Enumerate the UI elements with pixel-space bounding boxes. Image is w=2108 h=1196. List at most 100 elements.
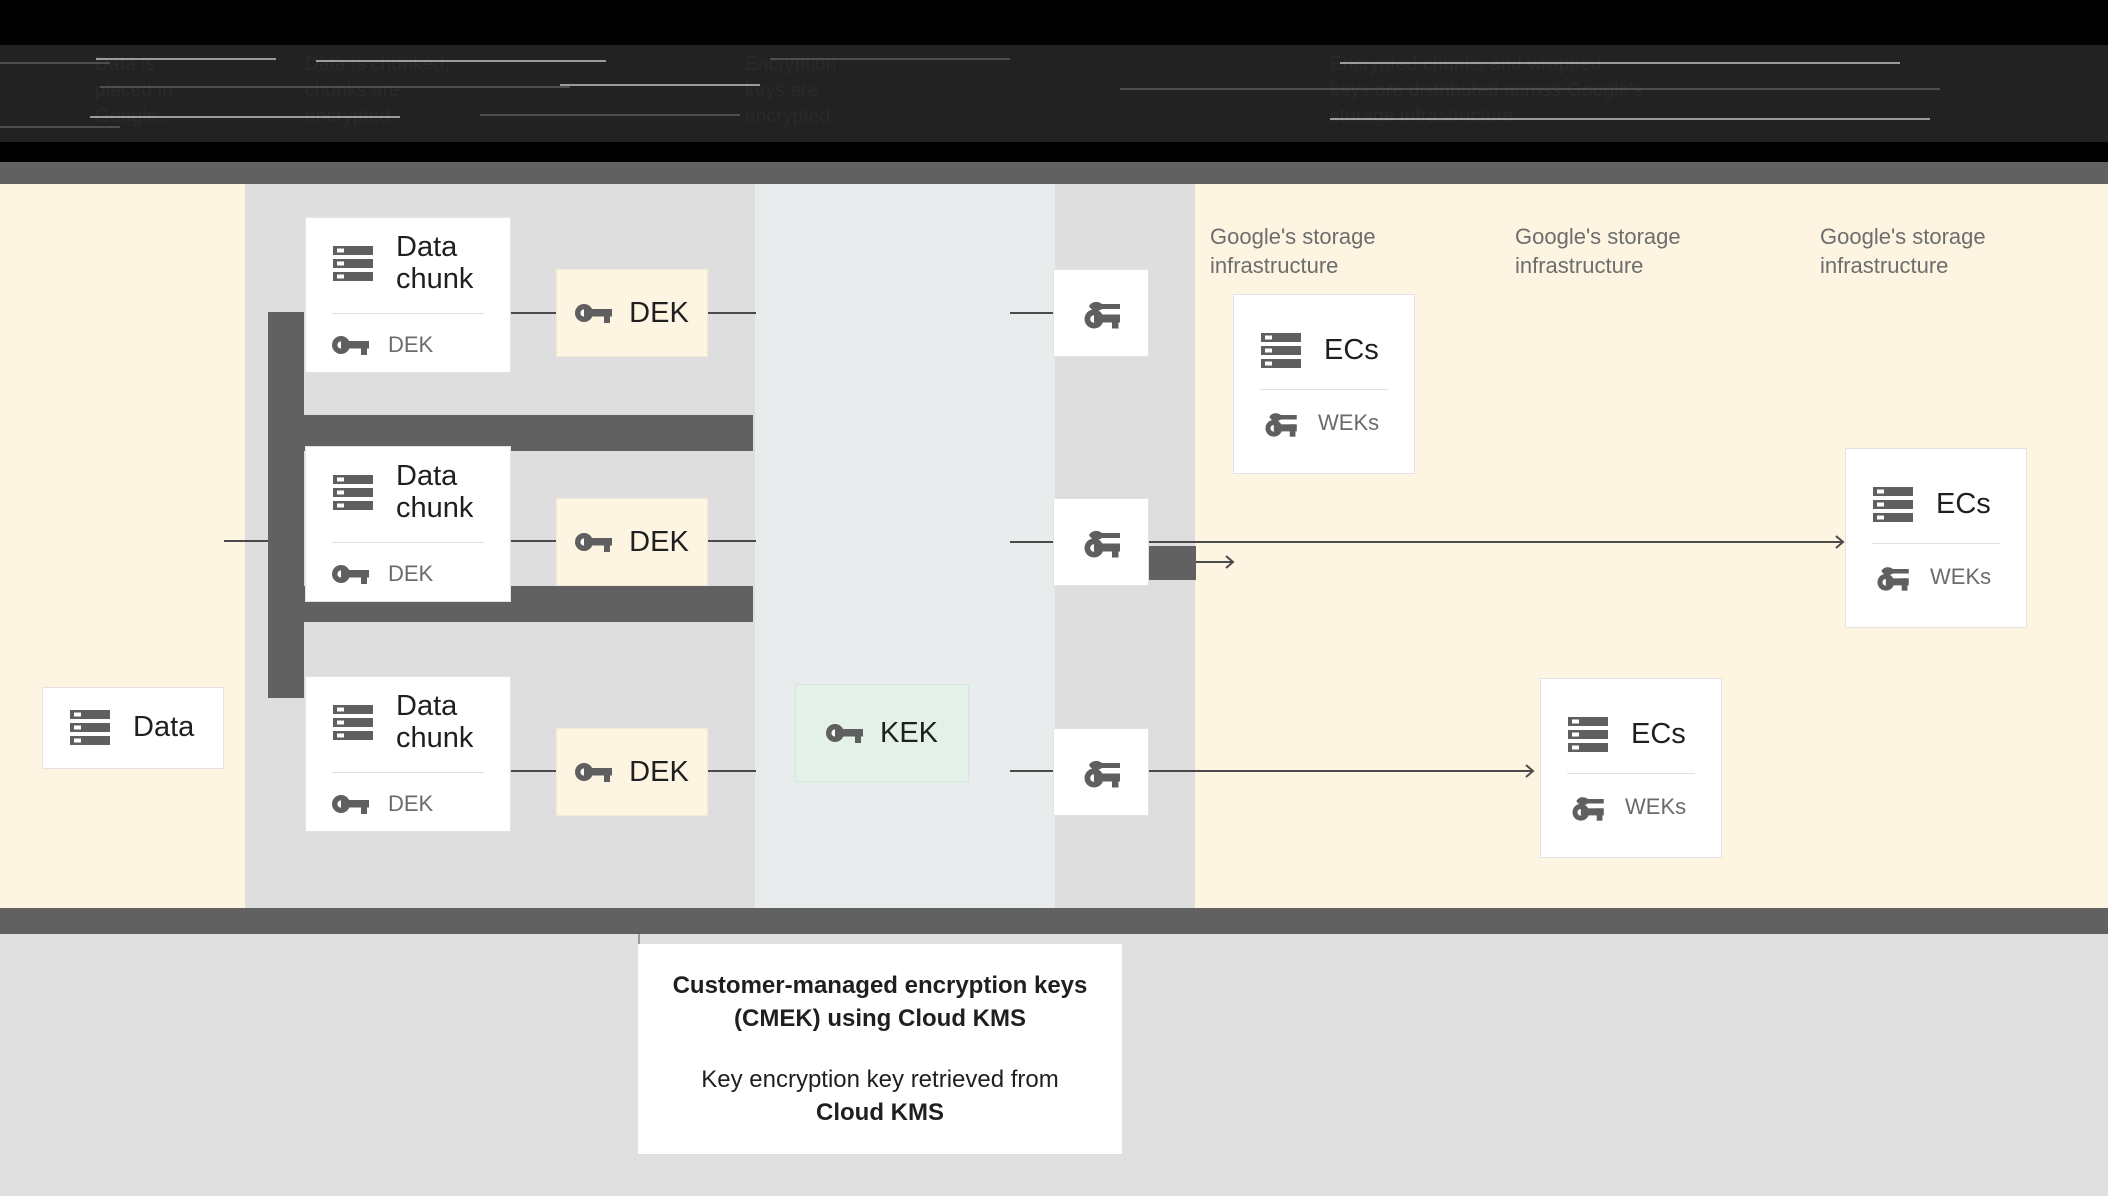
data-chunk-title: Data chunk [396, 231, 474, 295]
key-icon [575, 531, 613, 553]
ecs-key-row: WEKs [1846, 562, 2026, 592]
connector-dek-to-wrap [708, 770, 756, 772]
occlusion-bar-horizontal [268, 415, 753, 451]
server-icon [332, 244, 374, 284]
connector-chunk-to-dek [511, 540, 556, 542]
bottom-occlusion-bar [0, 908, 2108, 934]
header-artifact [770, 58, 1010, 60]
arrow-head-icon [1217, 555, 1235, 569]
ecs-card[interactable]: ECs WEKs [1540, 678, 1722, 858]
connector-to-ecs-bottom [1149, 770, 1529, 772]
ecs-title: ECs [1631, 717, 1686, 750]
dek-box[interactable]: DEK [556, 498, 708, 586]
wrapped-key-icon [1567, 792, 1607, 822]
kek-label: KEK [879, 716, 939, 749]
wrapped-key-icon [1872, 562, 1912, 592]
caption-line-3: Key encryption key retrieved from [701, 1066, 1059, 1093]
wrapped-key-icon [1079, 755, 1123, 789]
data-chunk-head: Data chunk [306, 232, 510, 295]
card-divider [332, 771, 484, 773]
dek-label: DEK [629, 296, 689, 329]
data-source-card[interactable]: Data [42, 687, 224, 769]
obscured-header-strip: Data is placed in Google... Data is chun… [0, 0, 2108, 162]
storage-label: Google's storage infrastructure [1820, 224, 1986, 278]
ecs-card[interactable]: ECs WEKs [1233, 294, 1415, 474]
header-artifact [1330, 118, 1930, 120]
diagram-canvas: Data Data chunk [0, 184, 2108, 908]
data-chunk-key-row: DEK [306, 332, 510, 358]
key-icon [332, 793, 370, 815]
ecs-head: ECs [1234, 331, 1414, 371]
server-icon [1260, 331, 1302, 371]
key-icon [332, 563, 370, 585]
caption-line-2: (CMEK) using Cloud KMS [734, 1005, 1026, 1032]
data-chunk-card[interactable]: Data chunk DEK [305, 217, 511, 373]
ecs-card[interactable]: ECs WEKs [1845, 448, 2027, 628]
header-artifact [480, 114, 740, 116]
connector-dek-to-wrap [708, 312, 756, 314]
server-icon [69, 708, 111, 748]
ecs-key-label: WEKs [1318, 409, 1380, 435]
header-artifact [1120, 88, 1940, 90]
connector-kek-to-wek [1010, 770, 1054, 772]
header-artifact [560, 84, 760, 86]
connector-to-ecs-middle [1149, 541, 1839, 543]
header-artifact [96, 58, 276, 60]
dek-label: DEK [629, 525, 689, 558]
data-chunk-head: Data chunk [306, 461, 510, 524]
caption-line-4: Cloud KMS [816, 1099, 944, 1126]
caption-card[interactable]: Customer-managed encryption keys (CMEK) … [638, 944, 1122, 1154]
occlusion-bar-vertical [268, 312, 304, 698]
arrow-head-icon [1517, 764, 1535, 778]
key-icon [575, 302, 613, 324]
ecs-head: ECs [1541, 715, 1721, 755]
data-chunk-key-label: DEK [388, 560, 434, 586]
key-icon [332, 334, 370, 356]
ecs-head: ECs [1846, 485, 2026, 525]
ecs-title: ECs [1936, 487, 1991, 520]
connector-kek-to-wek [1010, 541, 1054, 543]
header-column-4: Encrypted chunks and wrapped keys are di… [1330, 54, 1643, 127]
data-chunk-title: Data chunk [396, 460, 474, 524]
wrapped-key-icon [1079, 296, 1123, 330]
wrapped-key-box[interactable] [1053, 498, 1149, 586]
header-artifact [90, 116, 400, 118]
dek-box[interactable]: DEK [556, 269, 708, 357]
connector-to-ecs-top [1196, 561, 1228, 563]
server-icon [332, 703, 374, 743]
storage-label: Google's storage infrastructure [1515, 224, 1681, 278]
toolbar-occlusion-bar [0, 162, 2108, 184]
header-column-3: Encryption keys are encrypted [745, 54, 837, 127]
header-column-2: Data is chunked; chunks are encrypted [305, 54, 450, 127]
key-icon [575, 761, 613, 783]
key-icon [825, 722, 864, 744]
header-artifact [100, 86, 570, 88]
card-divider [1260, 388, 1388, 390]
storage-label: Google's storage infrastructure [1210, 224, 1376, 278]
data-chunk-title: Data chunk [396, 690, 474, 754]
wrapped-key-box[interactable] [1053, 728, 1149, 816]
dek-box[interactable]: DEK [556, 728, 708, 816]
card-divider [332, 312, 484, 314]
server-icon [1872, 485, 1914, 525]
ecs-key-label: WEKs [1625, 793, 1687, 819]
data-chunk-head: Data chunk [306, 691, 510, 754]
caption-tick [638, 934, 640, 944]
card-divider [332, 541, 484, 543]
ecs-key-label: WEKs [1930, 563, 1992, 589]
dek-label: DEK [629, 755, 689, 788]
wrapped-key-icon [1079, 525, 1123, 559]
connector-dek-to-wrap [708, 540, 756, 542]
kek-box[interactable]: KEK [795, 684, 969, 782]
server-icon [1567, 715, 1609, 755]
header-artifact [0, 62, 110, 64]
data-chunk-key-label: DEK [388, 331, 434, 357]
data-chunk-card[interactable]: Data chunk DEK [305, 676, 511, 832]
wrapped-key-box[interactable] [1053, 269, 1149, 357]
server-icon [332, 473, 374, 513]
card-divider [1567, 772, 1695, 774]
data-chunk-card[interactable]: Data chunk DEK [305, 446, 511, 602]
data-chunk-key-row: DEK [306, 561, 510, 587]
data-chunk-key-label: DEK [388, 790, 434, 816]
